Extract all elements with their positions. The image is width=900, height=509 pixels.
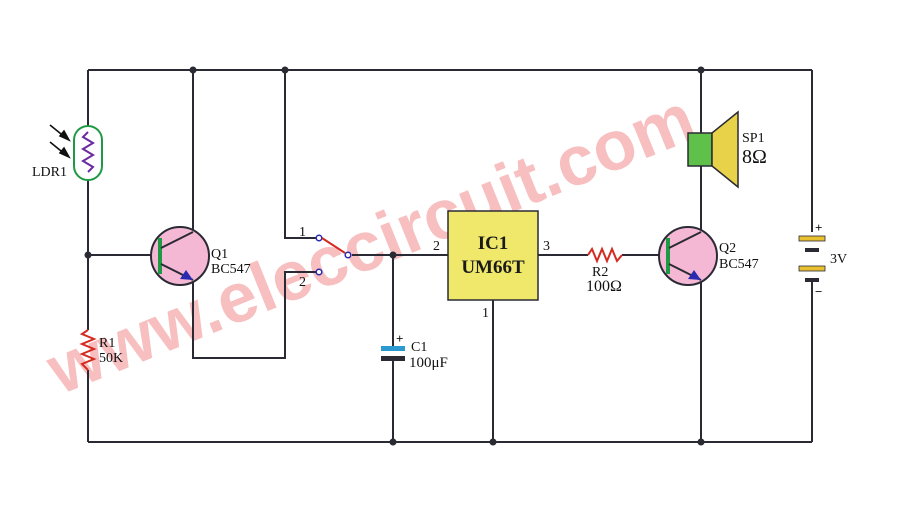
resistor-r2: R2 100Ω [586,246,623,295]
ic-pin2: 2 [433,239,440,254]
junction-dot [697,438,705,446]
ic-part: UM66T [461,257,525,278]
emitter-arrow-icon [688,270,701,280]
switch-pos2-label: 2 [299,275,306,290]
battery-3v: + − 3V [798,220,847,299]
junction-dot [189,66,197,74]
battery-plus: + [815,220,822,235]
ic-pin3: 3 [543,239,550,254]
sp1-value: 8Ω [742,146,767,168]
r1-value: 50K [99,351,123,366]
switch: 1 2 [299,225,352,290]
watermark: www.eleccircuit.com [35,78,705,409]
ldr1: LDR1 [32,124,103,181]
capacitor-c1: + C1 100μF [381,331,448,371]
q2-part: BC547 [719,257,759,272]
battery-minus: − [815,284,822,299]
junction-dot [84,251,92,259]
c1-ref: C1 [411,340,427,355]
q1-ref: Q1 [211,247,228,262]
switch-pos1-label: 1 [299,225,306,240]
speaker-sp1: SP1 8Ω [687,110,767,189]
speaker-icon [687,132,713,167]
c1-value: 100μF [409,355,448,371]
r1-ref: R1 [99,336,115,351]
wires [87,69,813,443]
ldr1-label: LDR1 [32,165,67,180]
transistor-q1: Q1 BC547 [150,226,251,286]
junctions [84,66,705,446]
sp1-ref: SP1 [742,131,765,146]
junction-dot [281,66,289,74]
junction-dot [489,438,497,446]
emitter-arrow-icon [180,270,193,280]
junction-dot [697,66,705,74]
light-arrows-icon [49,124,71,159]
q2-ref: Q2 [719,241,736,256]
ic1-um66t: IC1 UM66T 2 3 1 [433,210,550,321]
battery-value: 3V [830,252,847,267]
c1-plus: + [396,331,403,346]
r2-value: 100Ω [586,278,622,295]
ic-pin1: 1 [482,306,489,321]
junction-dot [389,251,397,259]
ic-ref: IC1 [478,233,509,254]
r2-ref: R2 [592,265,608,280]
resistor-r1: R1 50K [79,329,123,371]
transistor-q2: Q2 BC547 [658,226,759,286]
junction-dot [389,438,397,446]
q1-part: BC547 [211,262,251,277]
